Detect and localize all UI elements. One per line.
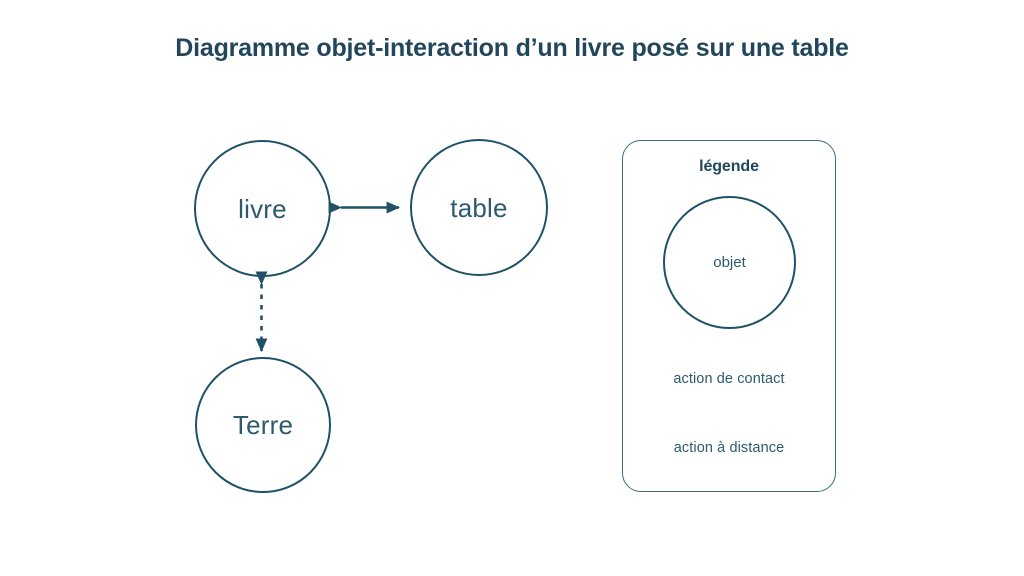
object-node-livre-label: livre xyxy=(238,193,287,224)
legend-title: légende xyxy=(699,158,759,175)
page-title: Diagramme objet-interaction d’un livre p… xyxy=(175,34,849,62)
legend-entry-contact-label: action de contact xyxy=(673,371,785,387)
object-node-terre[interactable]: Terre xyxy=(195,357,331,493)
object-node-table[interactable]: table xyxy=(410,139,548,276)
legend-object-sample-label: objet xyxy=(713,254,746,271)
legend-object-sample: objet xyxy=(663,196,796,329)
object-node-terre-label: Terre xyxy=(232,410,294,440)
object-node-livre[interactable]: livre xyxy=(194,140,331,277)
legend-entry-distance-label: action à distance xyxy=(673,440,785,456)
object-node-table-label: table xyxy=(450,192,508,223)
